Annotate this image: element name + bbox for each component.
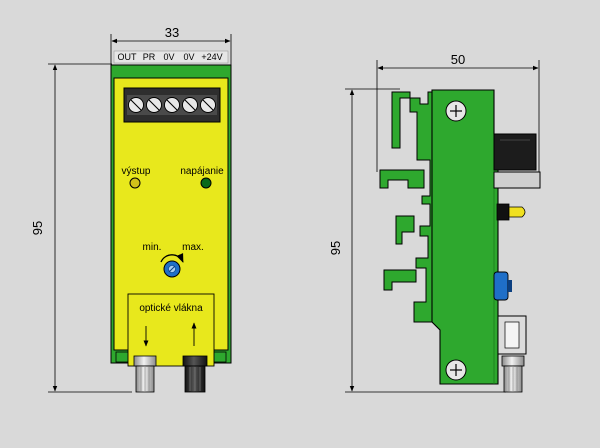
side-terminal-block [493,133,537,171]
led-output-label: výstup [122,166,151,177]
rail-clip-profile [391,91,437,323]
side-fiber-connector [501,355,525,393]
terminal-label-out: OUT [118,52,138,62]
fiber-connector-silver [133,355,157,393]
pot-max-label: max. [182,242,204,253]
front-height-dimension: 95 [30,221,45,235]
side-led-holder [496,203,510,221]
terminal-label-24v: +24V [201,52,222,62]
front-width-dimension: 33 [165,25,179,40]
led-output [129,177,141,189]
side-potentiometer [493,271,509,301]
side-height-dimension: 95 [328,241,343,255]
rail-clip-notch [395,215,415,245]
terminal-label-0v-2: 0V [183,52,194,62]
rail-hook-lower [383,269,417,291]
side-housing [431,89,499,385]
side-view: 50 95 [328,52,541,393]
terminal-screw-5 [200,97,216,113]
side-screw-top [445,100,467,122]
pot-slot-line [168,265,176,273]
terminal-label-strip [113,50,229,64]
led-power-label: napájanie [180,166,224,177]
fiber-label: optické vlákna [139,303,203,314]
front-view: 33 95 OUT PR 0V 0V +24V [30,25,232,393]
side-pot-shaft [508,280,512,292]
pot-direction-arc [160,253,184,263]
terminal-label-pr: PR [143,52,156,62]
fiber-connector-black [182,355,208,393]
terminal-screw-1 [128,97,144,113]
side-depth-dimension: 50 [451,52,465,67]
fiber-window [127,293,215,367]
terminal-screw-4 [182,97,198,113]
rail-hook-upper [379,169,425,189]
terminal-label-0v-1: 0V [163,52,174,62]
led-power [200,177,212,189]
terminal-screw-2 [146,97,162,113]
pot-min-label: min. [143,242,162,253]
terminal-screw-3 [164,97,180,113]
side-led-yellow [508,206,526,218]
din-rail [493,171,541,189]
side-screw-bottom [445,359,467,381]
side-fiber-clamp-window [504,321,520,349]
